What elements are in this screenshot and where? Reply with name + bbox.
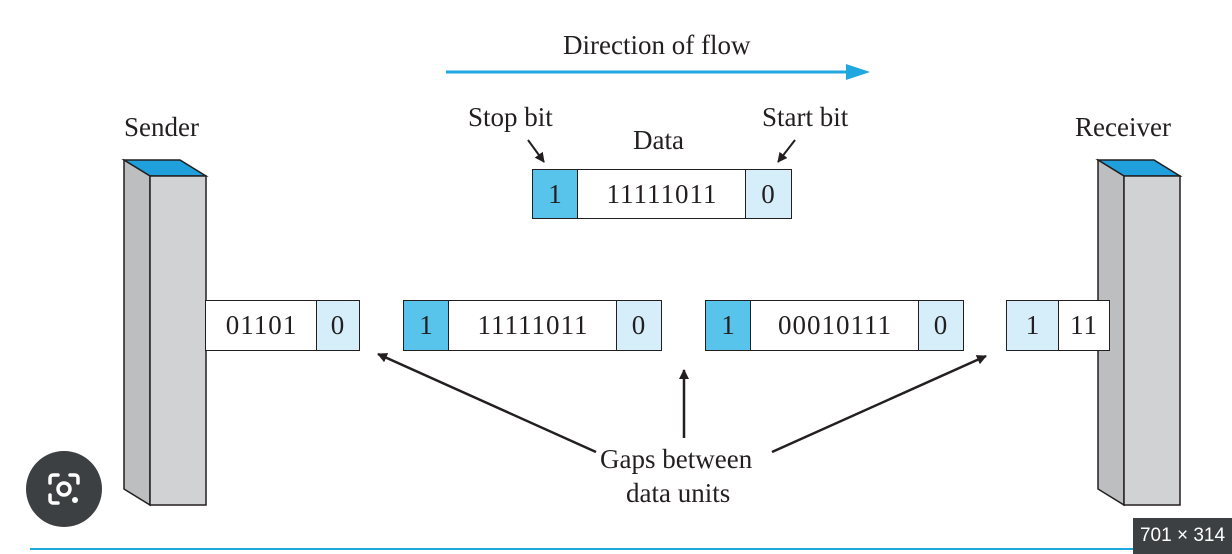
frame-1-data-bits: 11111011 <box>448 300 618 351</box>
receiver-partial-data: 11 <box>1058 300 1110 351</box>
lens-search-button[interactable] <box>26 451 102 527</box>
receiver-device <box>1095 158 1183 507</box>
direction-of-flow-label: Direction of flow <box>563 30 751 60</box>
sender-device <box>121 158 209 507</box>
example-start-bit: 0 <box>745 169 792 219</box>
sender-partial-start-bit: 0 <box>316 300 360 351</box>
stop-bit-pointer <box>527 139 545 163</box>
sender-partial-data: 01101 <box>205 300 318 351</box>
receiver-label: Receiver <box>1075 112 1171 142</box>
example-stop-bit: 1 <box>532 169 579 219</box>
start-bit-label: Start bit <box>762 102 849 132</box>
frame-2-data-bits: 00010111 <box>750 300 920 351</box>
gaps-label-line-2: data units <box>626 478 731 508</box>
receiver-partial-stop-bit: 1 <box>1006 300 1060 351</box>
gap-arrow-right <box>771 354 987 454</box>
stop-bit-label: Stop bit <box>468 102 553 132</box>
frame-1-start-bit: 0 <box>616 300 662 351</box>
example-data-bits: 11111011 <box>577 169 747 219</box>
image-dimensions-badge: 701 × 314 <box>1133 518 1232 554</box>
lens-search-icon <box>48 473 80 505</box>
data-label: Data <box>633 125 684 155</box>
frame-1-stop-bit: 1 <box>403 300 450 351</box>
direction-arrow <box>446 64 870 80</box>
sender-label: Sender <box>124 112 199 142</box>
gaps-label-line-1: Gaps between <box>600 444 753 474</box>
frame-2-start-bit: 0 <box>918 300 964 351</box>
frame-2-stop-bit: 1 <box>705 300 752 351</box>
start-bit-pointer <box>777 139 796 163</box>
gap-arrow-left <box>377 352 597 454</box>
